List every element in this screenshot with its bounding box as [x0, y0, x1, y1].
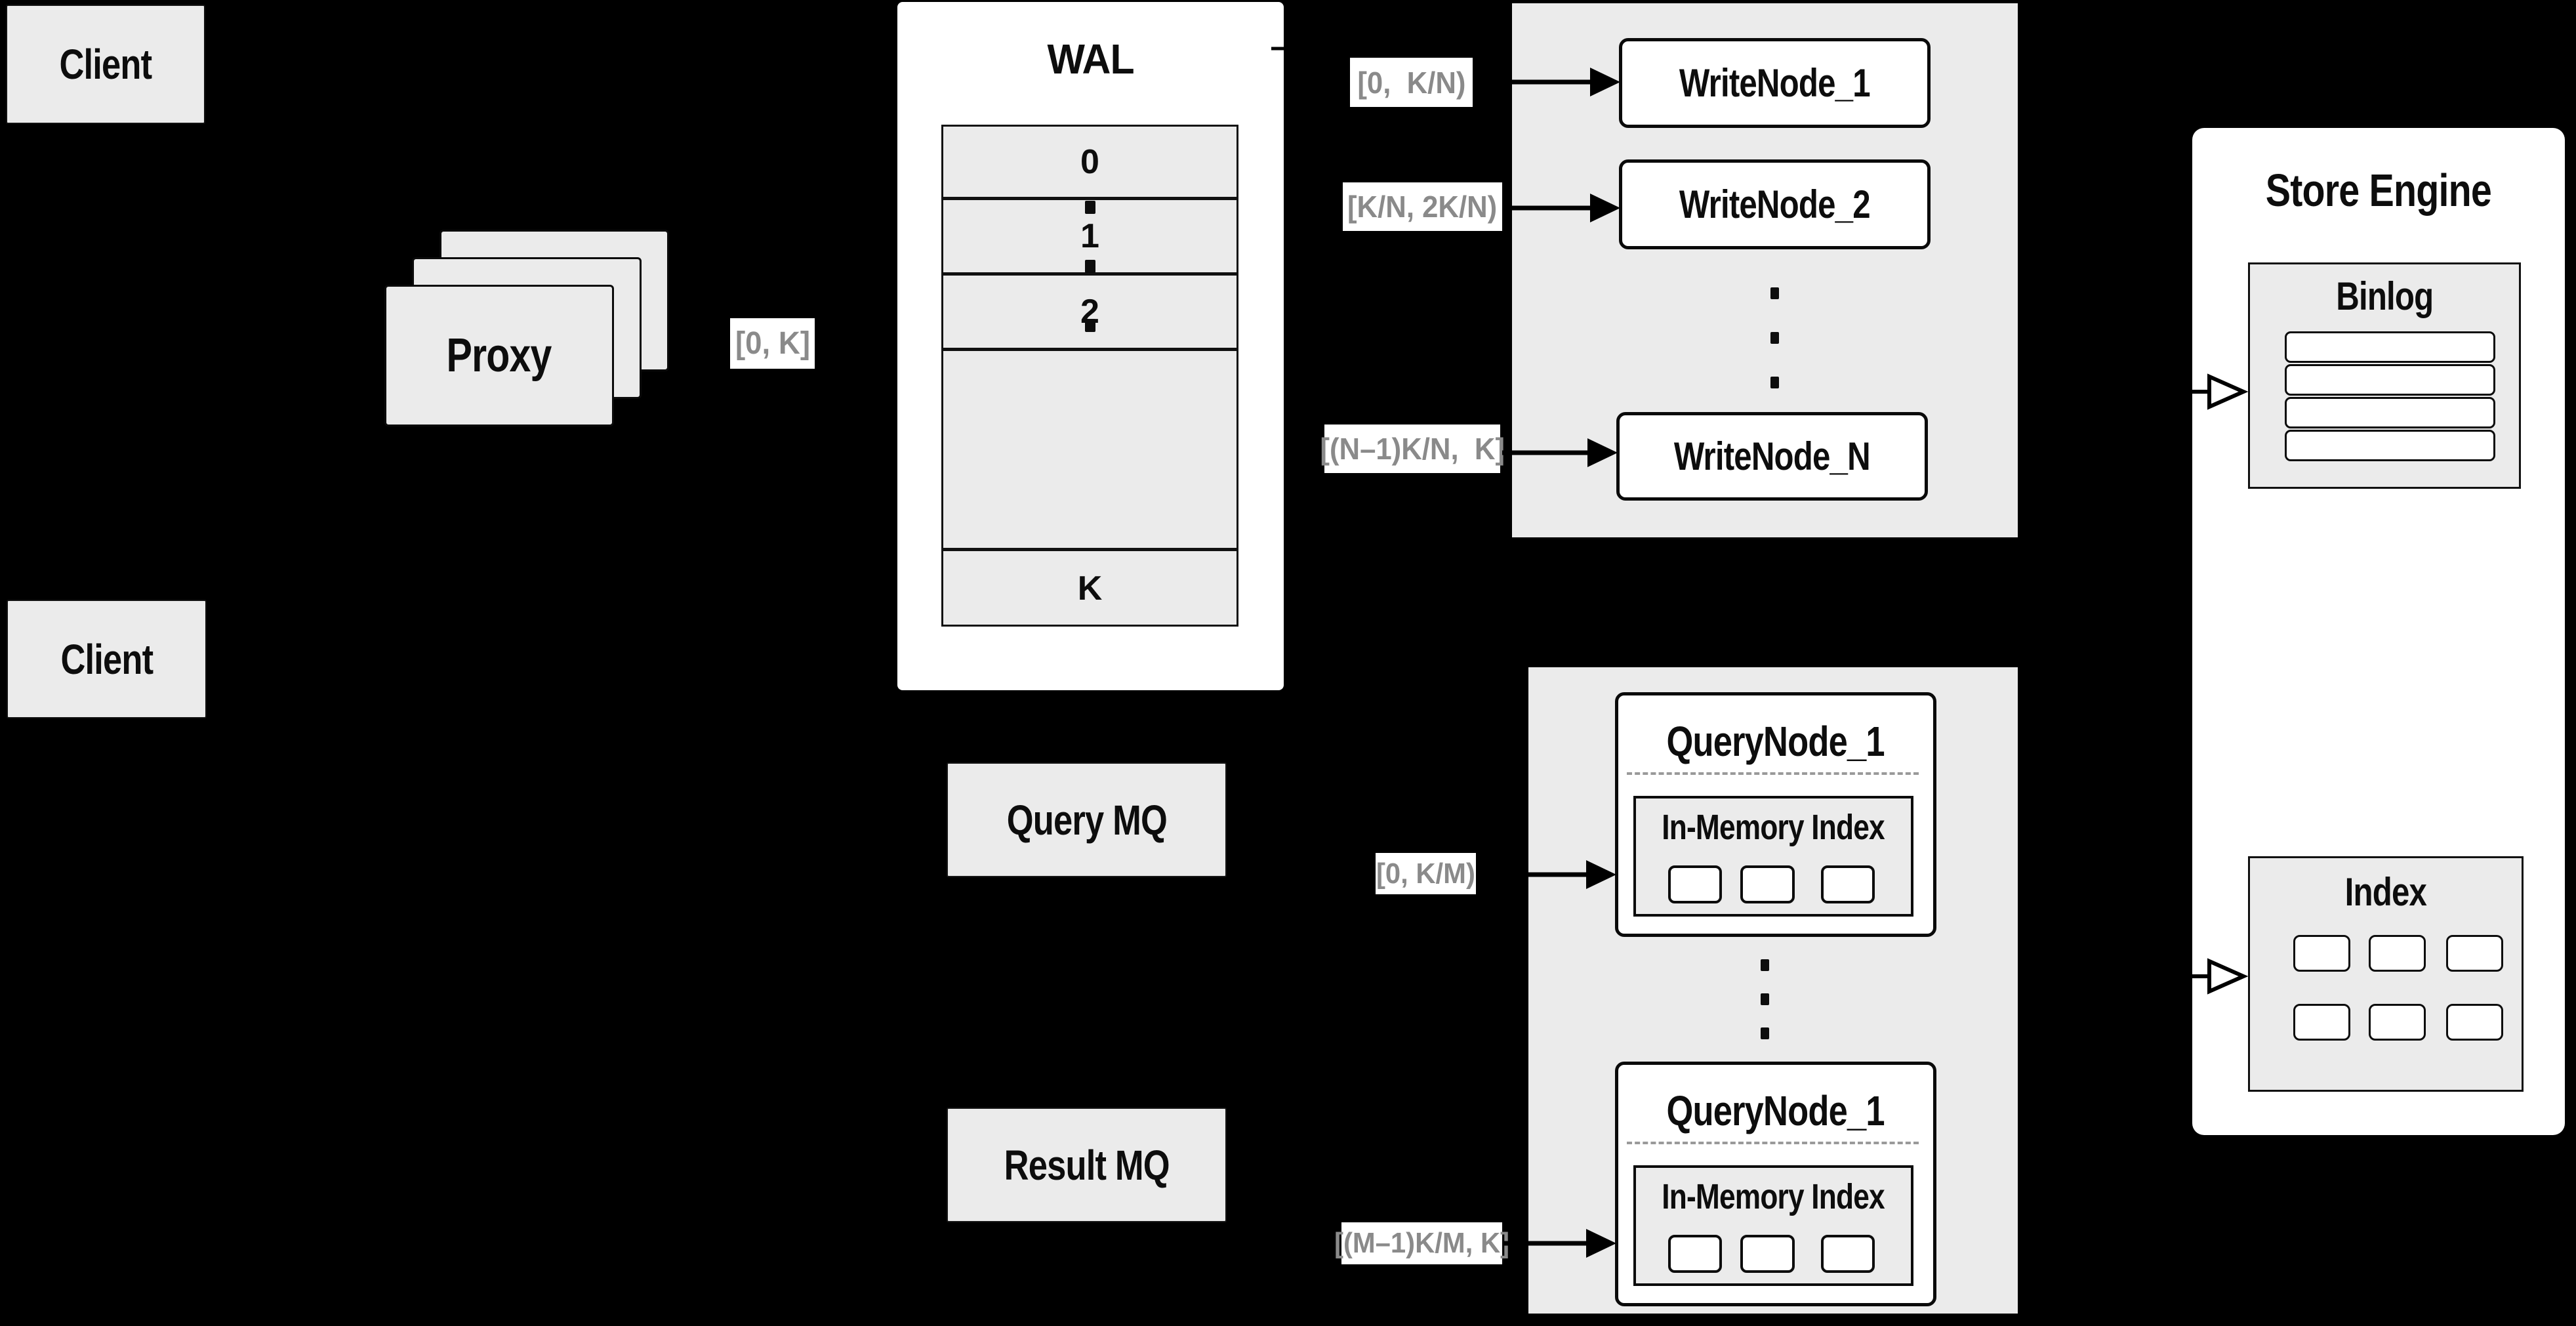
range-label-write-2: [K/N, 2K/N) — [1343, 182, 1502, 231]
wal-row-0: 0 — [943, 127, 1237, 200]
index-box: Index — [2248, 856, 2524, 1092]
binlog-row — [2285, 397, 2495, 428]
index-square — [2293, 935, 2350, 972]
proxy-card-front: Proxy — [384, 285, 614, 426]
query-mq-box: Query MQ — [947, 762, 1227, 877]
segment-square — [1740, 865, 1795, 903]
index-square — [2446, 935, 2503, 972]
write-node-2: WriteNode_2 — [1619, 159, 1931, 249]
write-node-1: WriteNode_1 — [1619, 38, 1931, 128]
wal-table: 0 1 2 K — [941, 125, 1238, 627]
query-node-top-title: QueryNode_1 — [1666, 718, 1885, 765]
ellipsis-dot — [1761, 959, 1769, 971]
binlog-row — [2285, 331, 2495, 363]
ellipsis-dot — [1761, 1027, 1769, 1039]
index-square — [2369, 935, 2426, 972]
range-label-query-m: [(M–1)K/M, K] — [1334, 1222, 1509, 1264]
client-top-box: Client — [6, 5, 205, 124]
index-square — [2446, 1004, 2503, 1041]
ellipsis-dot — [1085, 319, 1095, 332]
segment-square — [1740, 1235, 1795, 1273]
ellipsis-dot — [1085, 201, 1095, 214]
binlog-title: Binlog — [2335, 274, 2434, 318]
ellipsis-dot — [1770, 287, 1779, 299]
segment-square — [1821, 865, 1875, 903]
range-label-query-1: [0, K/M) — [1376, 853, 1476, 894]
range-label-write-1: [0, K/N) — [1350, 58, 1473, 107]
segment-square — [1668, 1235, 1722, 1273]
client-bottom-box: Client — [7, 600, 207, 718]
wal-title: WAL — [1047, 35, 1134, 83]
in-memory-index-bottom: In-Memory Index — [1633, 1165, 1913, 1286]
client-bottom-label: Client — [60, 635, 153, 683]
client-top-label: Client — [59, 41, 153, 88]
dashed-divider — [1627, 772, 1919, 775]
segment-square — [1821, 1235, 1875, 1273]
query-node-bottom-title: QueryNode_1 — [1666, 1087, 1885, 1134]
binlog-row — [2285, 364, 2495, 396]
index-square — [2293, 1004, 2350, 1041]
wal-row-ellipsis — [943, 201, 1237, 551]
index-square — [2369, 1004, 2426, 1041]
index-title: Index — [2344, 869, 2427, 914]
binlog-rows — [2285, 331, 2495, 463]
range-label-0-k: [0, K] — [730, 318, 815, 369]
store-engine-title: Store Engine — [2265, 165, 2492, 216]
segment-square — [1668, 865, 1722, 903]
result-mq-box: Result MQ — [947, 1108, 1227, 1222]
proxy-label: Proxy — [446, 329, 552, 382]
in-memory-index-top-title: In-Memory Index — [1662, 808, 1885, 847]
ellipsis-dot — [1085, 260, 1095, 273]
wal-row-2: 2 — [943, 276, 1237, 351]
ellipsis-dot — [1770, 332, 1779, 344]
in-memory-index-top: In-Memory Index — [1633, 796, 1913, 917]
query-node-top: QueryNode_1 In-Memory Index — [1615, 692, 1936, 937]
wal-row-1: 1 — [943, 200, 1237, 276]
ellipsis-dot — [1770, 377, 1779, 388]
binlog-row — [2285, 430, 2495, 461]
write-node-container: WriteNode_1 WriteNode_2 WriteNode_N — [1512, 3, 2018, 537]
in-memory-index-bottom-title: In-Memory Index — [1662, 1177, 1885, 1216]
query-node-container: QueryNode_1 In-Memory Index QueryNode_1 — [1528, 667, 2018, 1314]
ellipsis-dot — [1761, 993, 1769, 1005]
store-engine-box: Store Engine Binlog Index — [2192, 128, 2565, 1135]
binlog-box: Binlog — [2248, 262, 2521, 489]
write-node-n: WriteNode_N — [1616, 412, 1928, 501]
dashed-divider — [1627, 1142, 1919, 1144]
range-label-write-n: [(N–1)K/N, K] — [1320, 425, 1505, 473]
wal-box: WAL 0 1 2 K — [897, 2, 1284, 690]
wal-row-k: K — [1077, 569, 1103, 608]
query-node-bottom: QueryNode_1 In-Memory Index — [1615, 1062, 1936, 1306]
